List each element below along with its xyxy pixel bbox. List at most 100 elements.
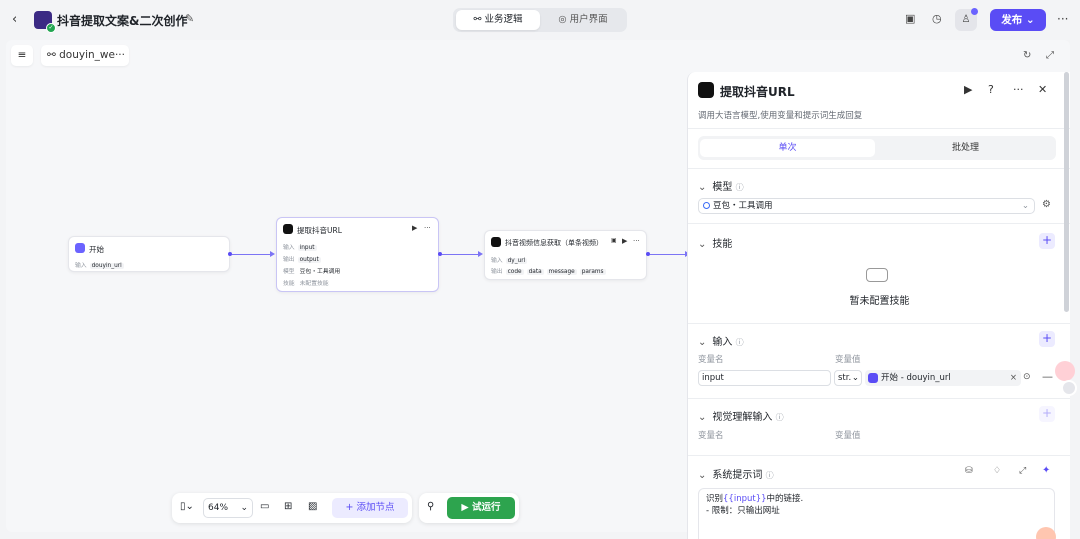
zoom-select[interactable]: 64%⌄: [203, 498, 253, 518]
edit-icon[interactable]: ✎: [185, 12, 195, 25]
chevron-down-icon: ⌄: [698, 337, 707, 348]
divider: [688, 128, 1070, 129]
panel-scrollbar[interactable]: [1064, 72, 1069, 312]
input-reference-value[interactable]: 开始 - douyin_url ×: [865, 370, 1021, 386]
panel-title: 提取抖音URL: [720, 85, 795, 99]
run-node-icon[interactable]: ▶: [622, 237, 628, 245]
expand-icon[interactable]: ⤢: [1019, 466, 1027, 476]
add-vision-input-button[interactable]: +: [1039, 406, 1055, 422]
assistant-avatar[interactable]: [1055, 361, 1075, 381]
skills-section-header[interactable]: ⌄技能: [698, 239, 733, 250]
vision-col-name: 变量名: [698, 431, 724, 441]
help-icon[interactable]: ?: [988, 83, 994, 96]
more-icon[interactable]: ···: [1057, 12, 1069, 26]
panel-description: 调用大语言模型,使用变量和提示词生成回复: [698, 111, 863, 121]
history-icon[interactable]: ◷: [932, 12, 942, 25]
app-title: 抖音提取文案&二次创作: [57, 14, 188, 28]
tab-batch[interactable]: 批处理: [951, 143, 979, 153]
input-type-select[interactable]: str.⌄: [834, 370, 862, 386]
edge-arrow: [270, 251, 275, 257]
divider: [688, 223, 1070, 224]
tab-user-interface[interactable]: ◎ 用户界面: [558, 14, 608, 25]
add-input-button[interactable]: +: [1039, 331, 1055, 347]
sidebar-toggle-button[interactable]: ≡: [11, 45, 33, 66]
chevron-down-icon: ⌄: [1025, 14, 1035, 26]
chevron-down-icon: ⌄: [698, 412, 707, 423]
prompt-line: - 限制：只输出网址: [706, 506, 780, 516]
breadcrumb[interactable]: ⚯ douyin_we···: [41, 45, 129, 66]
plugin-settings-icon[interactable]: ▣: [611, 237, 617, 244]
edge-plugin-next: [650, 254, 687, 256]
edge-start-llm: [232, 254, 272, 256]
chevron-down-icon: ⌄: [698, 470, 707, 481]
col-header-value: 变量值: [835, 355, 861, 365]
llm-node-icon: [698, 82, 714, 98]
user-icon: ♙: [961, 14, 971, 25]
empty-box-icon: [866, 268, 888, 282]
publish-button[interactable]: 发布 ⌄: [990, 9, 1046, 31]
bookmark-icon[interactable]: ▣: [905, 12, 916, 25]
mode-tabs: 单次 批处理: [698, 136, 1056, 160]
edge-llm-plugin: [442, 254, 480, 256]
chevron-down-icon: ⌄: [1021, 201, 1029, 211]
start-node-output-port[interactable]: [228, 252, 232, 256]
top-bar: ‹ ✓ 抖音提取文案&二次创作 ✎ ⚯ 业务逻辑 ◎ 用户界面 ▣ ◷ ♙ 发布…: [0, 0, 1080, 40]
vision-col-value: 变量值: [835, 431, 861, 441]
workflow-icon: ⚯: [47, 49, 60, 61]
start-node-var: douyin_url: [89, 263, 124, 269]
tab-business-logic[interactable]: ⚯ 业务逻辑: [456, 10, 540, 30]
refresh-icon[interactable]: ↻: [1023, 50, 1032, 61]
ai-sparkle-icon[interactable]: ✦: [1042, 465, 1051, 476]
vision-section-header[interactable]: ⌄视觉理解输入 ⓘ: [698, 412, 784, 423]
gear-icon[interactable]: ⚙: [1042, 199, 1051, 210]
add-node-button[interactable]: + 添加节点: [332, 498, 408, 518]
chevron-down-icon: ⌄: [240, 503, 248, 513]
run-node-icon[interactable]: ▶: [412, 224, 418, 232]
start-node-title: 开始: [89, 245, 104, 254]
layout-icon[interactable]: ⊞: [284, 501, 293, 512]
input-section-header[interactable]: ⌄输入 ⓘ: [698, 337, 744, 348]
app-logo: ✓: [34, 11, 56, 33]
play-icon: ▶: [461, 502, 473, 513]
mouse-icon[interactable]: ▯⌄: [180, 501, 194, 512]
node-more-icon[interactable]: ···: [633, 237, 640, 245]
variable-ref-icon[interactable]: ⊙: [1023, 372, 1031, 382]
expand-icon[interactable]: ⤢: [1046, 50, 1054, 61]
help-avatar[interactable]: [1036, 527, 1056, 539]
remove-row-icon[interactable]: —: [1042, 370, 1053, 383]
plugin-node-output-port[interactable]: [646, 252, 650, 256]
minimap-icon[interactable]: ▨: [308, 501, 318, 512]
node-more-icon[interactable]: ···: [424, 224, 431, 232]
library-icon[interactable]: ⛁: [965, 466, 973, 476]
divider: [688, 398, 1070, 399]
model-select[interactable]: 豆包・工具调用 ⌄: [698, 198, 1035, 214]
model-section-header[interactable]: ⌄模型 ⓘ: [698, 182, 744, 193]
run-icon[interactable]: ▶: [964, 83, 973, 96]
clear-icon[interactable]: ×: [1009, 373, 1017, 383]
debug-icon[interactable]: ⚲: [427, 501, 435, 512]
input-name-field[interactable]: input: [698, 370, 831, 386]
system-prompt-header[interactable]: ⌄系统提示词 ⓘ: [698, 470, 774, 481]
comment-icon[interactable]: ▭: [260, 501, 270, 512]
close-icon[interactable]: ✕: [1038, 83, 1048, 96]
llm-node-row: 技能未配置技能: [283, 281, 329, 287]
more-icon[interactable]: ···: [1013, 83, 1024, 96]
col-header-name: 变量名: [698, 355, 724, 365]
chevron-down-icon: ⌄: [698, 239, 707, 250]
add-skill-button[interactable]: +: [1039, 233, 1055, 249]
system-prompt-editor[interactable]: 识别{{input}}中的链接. - 限制：只输出网址: [698, 488, 1055, 539]
back-icon[interactable]: ‹: [12, 12, 18, 27]
float-button[interactable]: [1061, 380, 1077, 396]
tab-single[interactable]: 单次: [700, 139, 875, 157]
llm-node-output-port[interactable]: [438, 252, 442, 256]
run-toolbar: ⚲ ▶ 试运行: [419, 493, 519, 523]
collaborators-button[interactable]: ♙: [955, 8, 978, 31]
test-run-button[interactable]: ▶ 试运行: [447, 497, 515, 519]
bulb-icon[interactable]: ♢: [993, 466, 1002, 476]
